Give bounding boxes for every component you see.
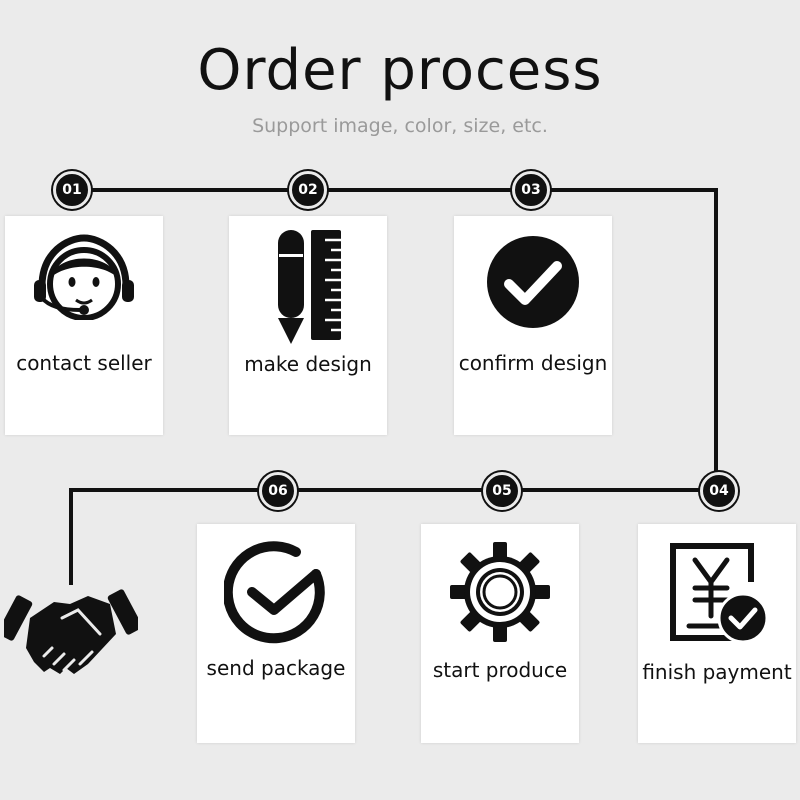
step-card-03: confirm design — [454, 216, 612, 435]
handshake-icon — [4, 589, 138, 674]
step-label: start produce — [432, 658, 568, 682]
step-number-badge-01: 01 — [53, 171, 91, 209]
step-number-badge-06: 06 — [259, 472, 297, 510]
page-subtitle: Support image, color, size, etc. — [252, 115, 548, 137]
step-card-02: make design — [229, 216, 387, 435]
customer-service-icon — [34, 234, 134, 320]
step-card-01: contact seller — [5, 216, 163, 435]
step-number-badge-04: 04 — [700, 472, 738, 510]
step-label: make design — [244, 352, 372, 376]
gear-icon — [450, 542, 550, 642]
step-number-badge-05: 05 — [483, 472, 521, 510]
clock-icon — [224, 541, 325, 644]
step-label: contact seller — [16, 351, 152, 375]
payment-receipt-icon — [670, 543, 769, 644]
step-card-05: start produce — [421, 524, 579, 743]
step-card-06: send package — [197, 524, 355, 743]
step-label: finish payment — [642, 660, 792, 684]
step-number-badge-03: 03 — [512, 171, 550, 209]
step-label: confirm design — [458, 351, 608, 375]
step-number-badge-02: 02 — [289, 171, 327, 209]
pencil-ruler-icon — [278, 230, 341, 344]
step-label: send package — [206, 656, 346, 680]
page-title: Order process — [197, 38, 603, 103]
check-circle-icon — [487, 236, 579, 328]
step-card-04: finish payment — [638, 524, 796, 743]
